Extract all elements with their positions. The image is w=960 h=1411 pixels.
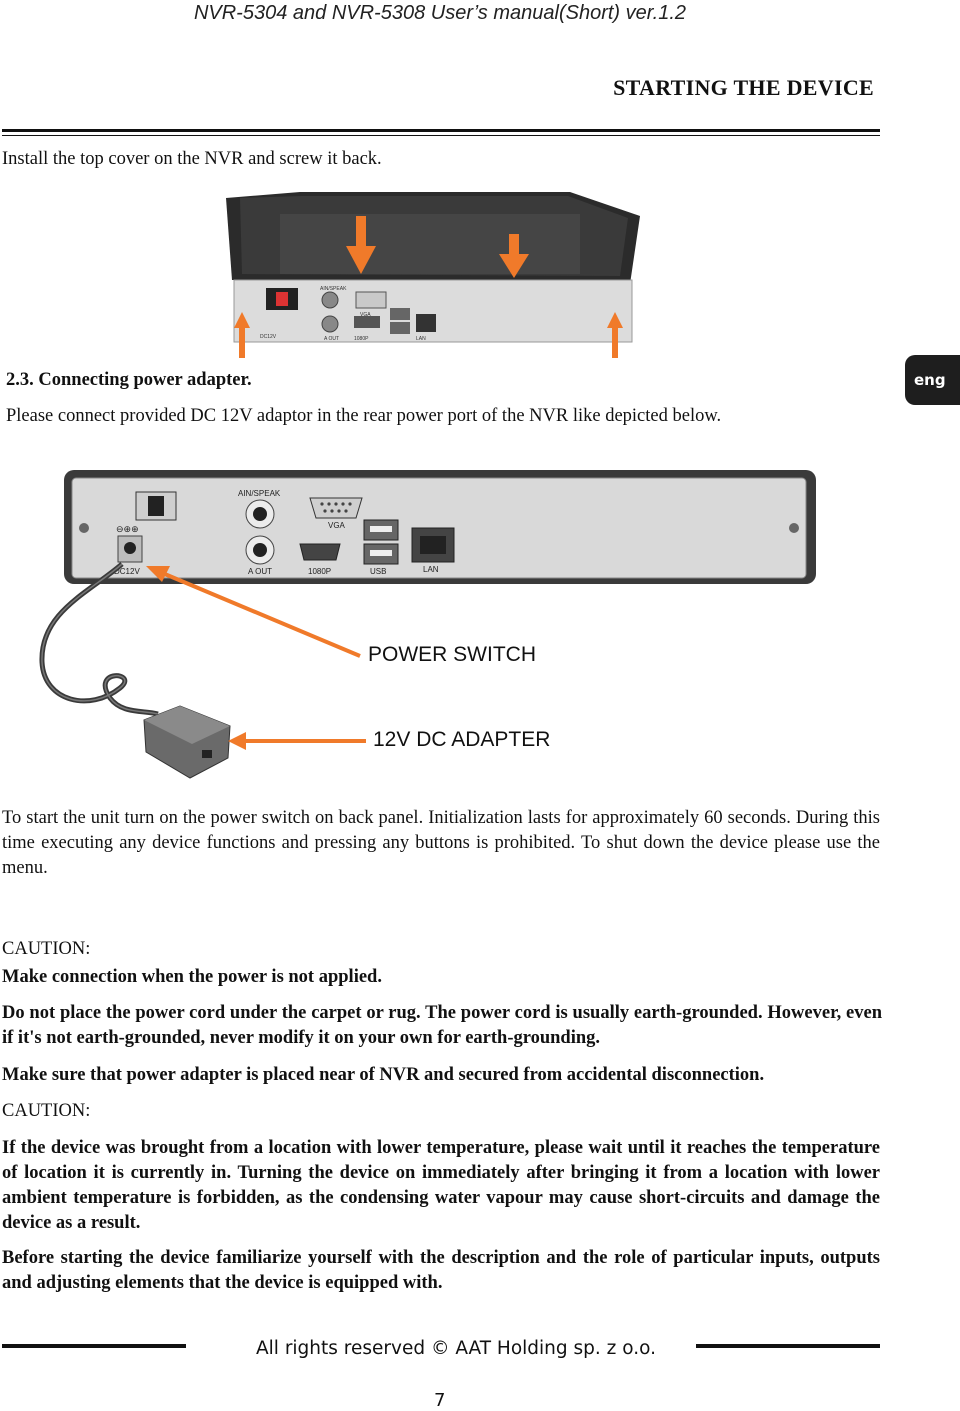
caution-line: Before starting the device familiarize y…	[2, 1248, 880, 1293]
footer-copyright: All rights reserved © AAT Holding sp. z …	[256, 1338, 656, 1359]
caution-line: Make connection when the power is not ap…	[2, 967, 382, 987]
caution-label: CAUTION:	[2, 1101, 91, 1121]
caution-line: Make sure that power adapter is placed n…	[2, 1065, 765, 1085]
manual-header: NVR-5304 and NVR-5308 User’s manual(Shor…	[193, 2, 687, 24]
hdmi-port	[299, 543, 341, 561]
arrow-head-icon	[228, 732, 246, 750]
power-cable	[39, 562, 159, 717]
label-1080p: 1080P	[308, 567, 331, 576]
header-rule-thin	[2, 135, 880, 136]
caution-label: CAUTION:	[2, 939, 91, 959]
top-label-vga: VGA	[360, 312, 371, 318]
arrow-up-icon	[234, 312, 250, 358]
arrow-up-icon	[607, 312, 623, 358]
intro-text: Install the top cover on the NVR and scr…	[2, 149, 382, 169]
label-a-out: A OUT	[248, 567, 272, 576]
section-heading: 2.3. Connecting power adapter.	[6, 370, 252, 390]
vga-port	[309, 497, 363, 519]
rear-panel-figure: ⊖⊕⊕ DC12V AIN/SPEAK A OUT VGA 1080P USB …	[39, 470, 816, 779]
label-dc12v: DC12V	[114, 567, 140, 576]
top-label-lan: LAN	[416, 336, 426, 342]
top-label-aout: A OUT	[324, 336, 339, 342]
top-label-ain: AIN/SPEAK	[320, 286, 347, 292]
top-label-hdmi: 1080P	[354, 336, 369, 342]
callout-power-switch: POWER SWITCH	[368, 643, 536, 666]
section-text: Please connect provided DC 12V adaptor i…	[6, 406, 722, 426]
language-tab[interactable]: eng	[905, 355, 960, 405]
footer-rule-right	[696, 1344, 880, 1348]
start-paragraph: To start the unit turn on the power swit…	[2, 808, 880, 878]
caution-line: Do not place the power cord under the ca…	[2, 1003, 882, 1048]
arrow-down-icon	[499, 234, 529, 278]
arrow-head-icon	[146, 566, 170, 582]
section-title: STARTING THE DEVICE	[613, 75, 874, 100]
page-number: 7	[434, 1390, 446, 1411]
caution-line: If the device was brought from a locatio…	[2, 1138, 880, 1233]
label-lan: LAN	[423, 565, 439, 574]
callout-adapter: 12V DC ADAPTER	[373, 728, 551, 751]
svg-text:⊖⊕⊕: ⊖⊕⊕	[116, 524, 139, 534]
top-label-dc: DC12V	[260, 334, 277, 340]
callout-arrow-power-switch	[159, 570, 361, 658]
nvr-cover-figure: AIN/SPEAK VGA DC12V A OUT 1080P LAN	[226, 192, 640, 358]
header-rule-thick	[2, 129, 880, 132]
label-vga: VGA	[328, 521, 346, 530]
label-ain-speak: AIN/SPEAK	[238, 489, 281, 498]
label-usb: USB	[370, 567, 386, 576]
arrow-down-icon	[346, 216, 376, 274]
footer-rule-left	[2, 1344, 186, 1348]
